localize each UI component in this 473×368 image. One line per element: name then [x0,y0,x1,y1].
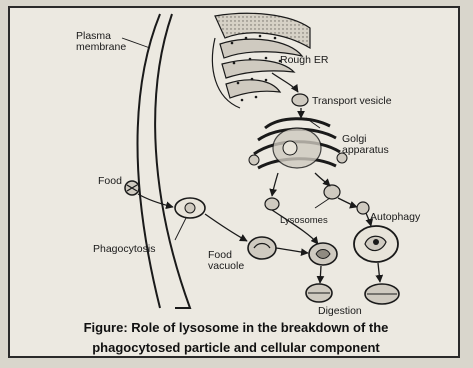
caption-line-2: phagocytosed particle and cellular compo… [10,338,460,358]
transport-vesicle-shape [292,94,308,106]
plasma-membrane-inner [155,14,190,308]
food-vacuole-shape [248,237,276,259]
figure-frame: Plasma membrane Rough ER Transport vesic… [8,6,460,358]
label-lysosomes: Lysosomes [280,215,328,226]
label-food-vacuole: Food vacuole [208,250,244,272]
secondary-lysosome-shape [309,243,337,265]
digestion-vesicle-shape [306,284,332,302]
lysosome-vesicles [265,185,369,214]
phagocytic-vesicle [175,198,205,218]
label-golgi-apparatus: Golgi apparatus [342,134,389,156]
label-autophagy: Autophagy [370,212,420,223]
autophagy-vesicle-shape [354,226,398,262]
label-rough-er: Rough ER [280,55,328,66]
autophagy-digest-shape [365,284,399,304]
golgi-shape [249,119,347,168]
lysosome-diagram [10,8,460,358]
label-transport-vesicle: Transport vesicle [312,96,392,107]
label-digestion: Digestion [318,306,362,317]
label-food: Food [98,176,122,187]
label-phagocytosis: Phagocytosis [93,244,155,255]
figure-caption: Figure: Role of lysosome in the breakdow… [10,318,460,358]
food-particle [125,181,139,195]
caption-line-1: Figure: Role of lysosome in the breakdow… [10,318,460,338]
label-plasma-membrane: Plasma membrane [76,31,126,53]
